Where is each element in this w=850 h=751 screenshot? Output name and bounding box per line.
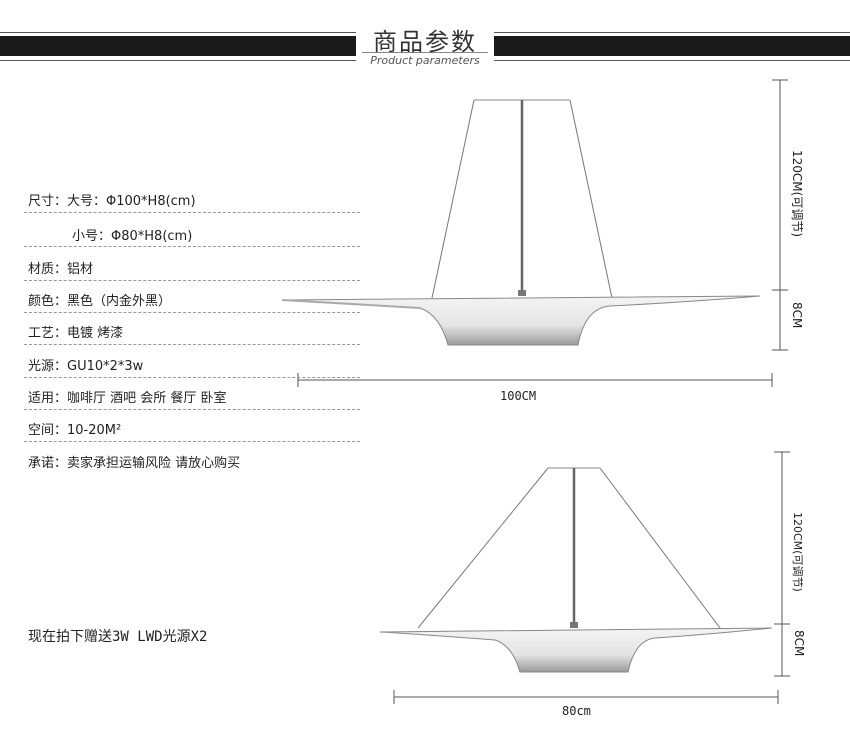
small-width-label: 80cm	[562, 704, 591, 718]
spec-promise: 承诺：卖家承担运输风险 请放心购买	[28, 456, 241, 471]
large-lamp-dimensions	[297, 79, 788, 387]
spec-divider	[24, 312, 360, 313]
spec-divider	[24, 280, 360, 281]
header-rule-bottom-left	[0, 60, 356, 61]
spec-usage: 适用：咖啡厅 酒吧 会所 餐厅 卧室	[28, 391, 227, 406]
spec-divider	[24, 441, 360, 442]
spec-process: 工艺：电镀 烤漆	[28, 326, 124, 341]
small-lamp-dimensions	[393, 451, 790, 704]
spec-space: 空间：10-20M²	[28, 423, 122, 438]
spec-divider	[24, 246, 360, 247]
spec-size-large: 尺寸：大号：Φ100*H8(cm)	[28, 194, 196, 209]
spec-divider	[24, 344, 360, 345]
spec-divider	[24, 212, 360, 213]
header-rule-bottom-right	[494, 60, 850, 61]
large-width-label: 100CM	[500, 389, 537, 403]
spec-color: 颜色：黑色（内金外黑）	[28, 294, 172, 309]
small-height-label: 120CM(可调节)	[791, 512, 804, 592]
spec-light-source: 光源：GU10*2*3w	[28, 359, 144, 374]
spec-divider	[24, 377, 360, 378]
spec-divider	[24, 409, 360, 410]
header-rule-top-right	[494, 32, 850, 33]
title-divider	[362, 52, 488, 53]
page-subtitle: Product parameters	[370, 54, 480, 67]
page-title: 商品参数	[373, 28, 477, 56]
small-thickness-label: 8CM	[792, 630, 806, 657]
small-lamp-drawing	[379, 467, 773, 673]
large-lamp-drawing	[281, 99, 761, 346]
header-rule-top-left	[0, 32, 356, 33]
promo-text: 现在拍下赠送3W LWD光源X2	[28, 629, 208, 645]
large-height-label: 120CM(可调节)	[790, 150, 804, 238]
spec-size-small: 小号：Φ80*H8(cm)	[72, 229, 193, 244]
large-thickness-label: 8CM	[790, 302, 804, 329]
header-bar-right	[494, 36, 850, 56]
spec-material: 材质：铝材	[28, 262, 94, 277]
header-bar-left	[0, 36, 356, 56]
